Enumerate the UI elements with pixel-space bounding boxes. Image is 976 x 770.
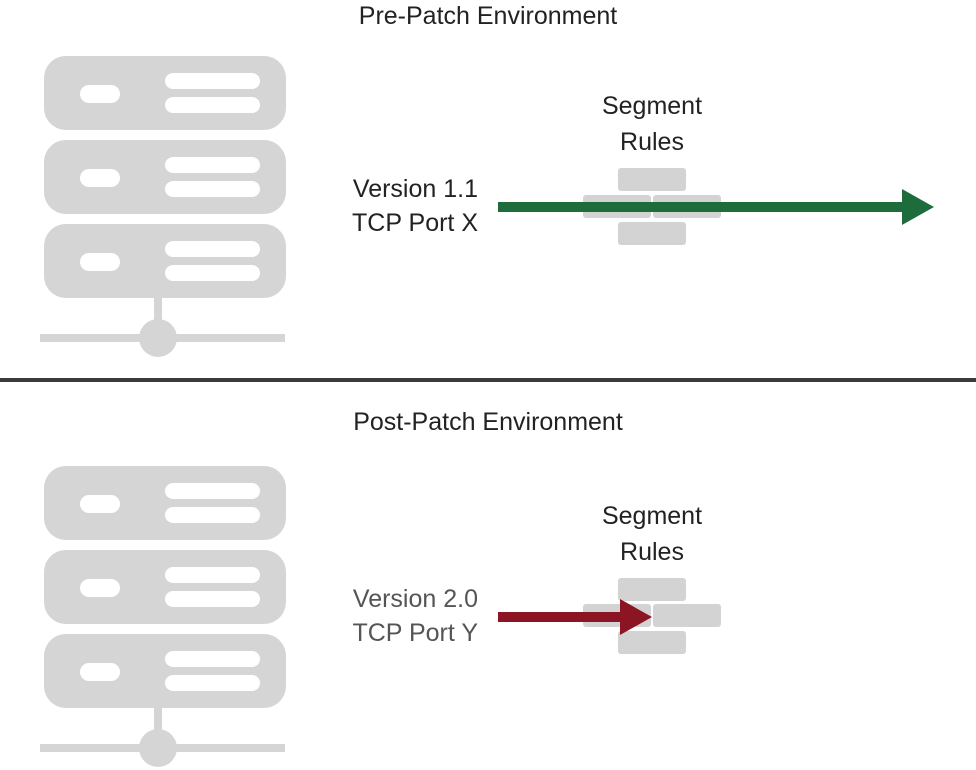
rules-line-1: Segment bbox=[601, 502, 703, 530]
server-icon bbox=[40, 466, 286, 767]
segment-rules-label: Segment Rules bbox=[552, 88, 752, 160]
panel-heading: Pre-Patch Environment bbox=[358, 2, 618, 30]
post-patch-graphics bbox=[40, 466, 721, 767]
panel-heading: Post-Patch Environment bbox=[353, 408, 623, 436]
post-patch-panel: Post-Patch Environment Segment Rules Ver… bbox=[0, 390, 976, 770]
rules-line-2: Rules bbox=[620, 128, 684, 156]
segment-rules-label: Segment Rules bbox=[552, 498, 752, 570]
traffic-label: Version 2.0 TCP Port Y bbox=[278, 582, 478, 650]
network-node bbox=[139, 319, 177, 357]
pre-patch-graphics bbox=[40, 56, 934, 357]
rules-line-2: Rules bbox=[620, 538, 684, 566]
arrow-icon bbox=[498, 189, 934, 225]
traffic-label: Version 1.1 TCP Port X bbox=[278, 172, 478, 240]
server-cable bbox=[154, 708, 162, 734]
segment-rules-icon bbox=[583, 168, 721, 245]
pre-patch-panel: Pre-Patch Environment Segment Rules Vers… bbox=[0, 0, 976, 380]
version-text: Version 2.0 bbox=[352, 585, 478, 613]
version-text: Version 1.1 bbox=[352, 175, 478, 203]
server-icon bbox=[40, 56, 286, 357]
divider bbox=[0, 378, 976, 382]
arrow-icon bbox=[498, 599, 652, 635]
server-cable bbox=[154, 298, 162, 324]
rules-line-1: Segment bbox=[601, 92, 703, 120]
network-node bbox=[139, 729, 177, 767]
port-text: TCP Port X bbox=[352, 209, 478, 237]
port-text: TCP Port Y bbox=[352, 619, 478, 647]
